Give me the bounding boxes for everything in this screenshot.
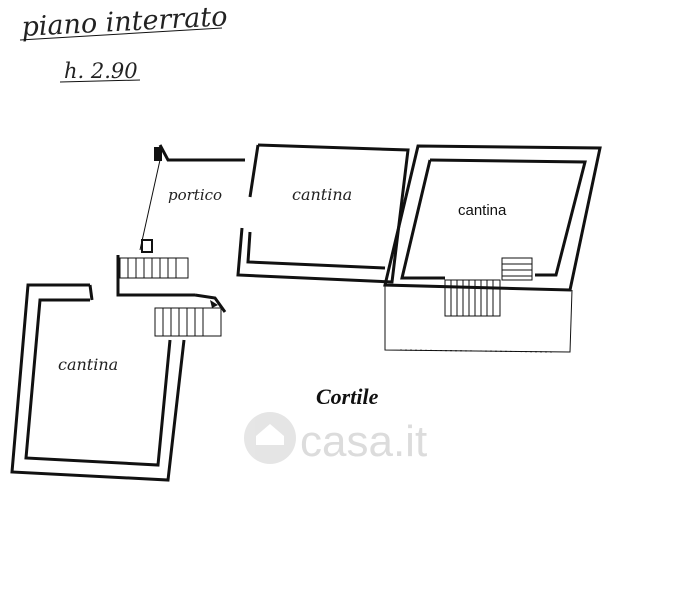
title-underline bbox=[19, 27, 223, 41]
room-cantina-left: cantina bbox=[10, 283, 186, 482]
watermark-text: casa.it bbox=[300, 417, 427, 466]
courtyard-label: Cortile bbox=[316, 384, 379, 409]
plan-header: piano interrato h. 2.90 bbox=[19, 1, 228, 83]
stairs-left bbox=[116, 255, 227, 337]
floor-title: piano interrato bbox=[21, 1, 228, 43]
room-cantina-right: cantina bbox=[383, 144, 602, 353]
ceiling-height: h. 2.90 bbox=[64, 59, 138, 83]
watermark: casa.it bbox=[244, 412, 427, 466]
house-icon bbox=[244, 412, 296, 464]
stairs-right bbox=[444, 257, 533, 317]
room-label-cantina-left: cantina bbox=[58, 355, 118, 374]
room-label-cantina-right: cantina bbox=[458, 202, 507, 219]
room-label-portico: portico bbox=[168, 186, 222, 204]
height-underline bbox=[59, 79, 141, 83]
room-cantina-middle: cantina bbox=[236, 143, 410, 284]
room-label-cantina-middle: cantina bbox=[292, 185, 352, 204]
portico-area: portico bbox=[139, 144, 245, 253]
